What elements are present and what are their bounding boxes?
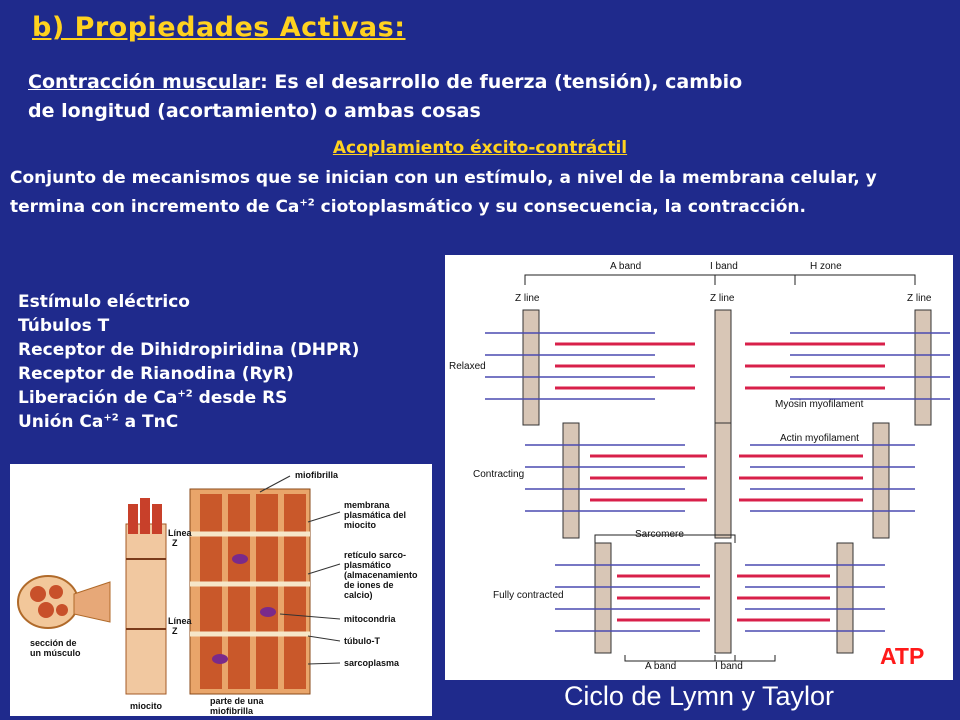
label-sarcoplasma: sarcoplasma (344, 658, 400, 668)
label-seccion-1: sección de (30, 638, 77, 648)
coupling-steps-list: Estímulo eléctrico Túbulos T Receptor de… (18, 290, 359, 434)
label-linea-z-2b: Z (172, 626, 178, 636)
coupling-heading: Acoplamiento éxcito-contráctil (332, 138, 628, 158)
label-z-line-3: Z line (907, 293, 932, 304)
definition-line-2: de longitud (acortamiento) o ambas cosas (28, 100, 481, 122)
muscle-anatomy-figure: miofibrilla Línea Z Línea Z membrana pla… (10, 464, 432, 716)
step-6-sup: +2 (103, 412, 119, 424)
label-linea-z-2: Línea (168, 616, 193, 626)
sarcomere-contracting (525, 422, 915, 539)
muscle-anatomy-illustration: miofibrilla Línea Z Línea Z membrana pla… (17, 470, 418, 716)
step-item: Receptor de Rianodina (RyR) (18, 364, 294, 384)
step-6-text: Unión Ca (18, 412, 104, 432)
label-a-band-bottom: A band (645, 661, 676, 672)
slide-title: b) Propiedades Activas: (32, 12, 406, 43)
label-actin: Actin myofilament (780, 433, 859, 444)
step-item: Estímulo eléctrico (18, 292, 190, 312)
step-5-rest: desde RS (192, 388, 288, 408)
leader-lines (259, 475, 341, 665)
sarcomere-figure: A band I band H zone Z line Z line Z lin… (445, 255, 953, 680)
step-5-text: Liberación de Ca (18, 388, 178, 408)
step-6-rest: a TnC (118, 412, 179, 432)
muscle-contraction-definition: Contracción muscular: Es el desarrollo d… (28, 68, 928, 126)
label-membrana-2: plasmática del (344, 510, 406, 520)
myofibril-drawing (189, 488, 311, 695)
label-miofibrilla: miofibrilla (295, 470, 339, 480)
label-seccion-2: un músculo (30, 648, 81, 658)
label-reticulo-4: de iones de (344, 580, 394, 590)
label-i-band-bottom: I band (715, 661, 743, 672)
label-parte-2: miofibrilla (210, 706, 254, 716)
coupling-text-a: Conjunto de mecanismos que se inician co… (10, 168, 877, 217)
sarcomere-illustration: A band I band H zone Z line Z line Z lin… (449, 261, 950, 672)
label-miocito: miocito (130, 701, 163, 711)
label-reticulo-5: calcio) (344, 590, 373, 600)
step-item: Liberación de Ca+2 desde RS (18, 386, 359, 410)
label-reticulo-2: plasmático (344, 560, 392, 570)
label-parte-1: parte de una (210, 696, 265, 706)
band-brackets-top (524, 274, 916, 285)
atp-label: ATP (880, 643, 925, 669)
label-linea-z-1: Línea (168, 528, 193, 538)
coupling-text-sup: +2 (299, 197, 315, 209)
label-membrana-3: miocito (344, 520, 377, 530)
myocyte-drawing (125, 498, 167, 695)
coupling-description: Conjunto de mecanismos que se inician co… (10, 164, 950, 222)
sarcomere-fully-contracted (555, 534, 885, 662)
label-z-line-1: Z line (515, 293, 540, 304)
muscle-section-drawing (17, 575, 111, 629)
label-reticulo-3: (almacenamiento (344, 570, 418, 580)
label-mitocondria: mitocondria (344, 614, 396, 624)
label-i-band-top: I band (710, 261, 738, 272)
label-h-zone: H zone (810, 261, 842, 272)
step-item: Unión Ca+2 a TnC (18, 410, 359, 434)
label-membrana-1: membrana (344, 500, 391, 510)
label-fully-contracted: Fully contracted (493, 590, 564, 601)
label-myosin: Myosin myofilament (775, 399, 864, 410)
definition-term: Contracción muscular (28, 71, 261, 93)
definition-line-1: : Es el desarrollo de fuerza (tensión), … (260, 71, 743, 93)
step-item: Receptor de Dihidropiridina (DHPR) (18, 340, 360, 360)
label-reticulo-1: retículo sarco- (344, 550, 406, 560)
coupling-text-b: ciotoplasmático y su consecuencia, la co… (314, 197, 806, 217)
step-5-sup: +2 (177, 388, 193, 400)
label-a-band-top: A band (610, 261, 641, 272)
label-tubulo-t: túbulo-T (344, 636, 380, 646)
lymn-taylor-caption: Ciclo de Lymn y Taylor (563, 681, 835, 711)
sarcomere-relaxed (485, 309, 950, 426)
label-relaxed: Relaxed (449, 361, 486, 372)
step-item: Túbulos T (18, 316, 110, 336)
label-linea-z-1b: Z (172, 538, 178, 548)
label-contracting: Contracting (473, 469, 524, 480)
label-z-line-2: Z line (710, 293, 735, 304)
